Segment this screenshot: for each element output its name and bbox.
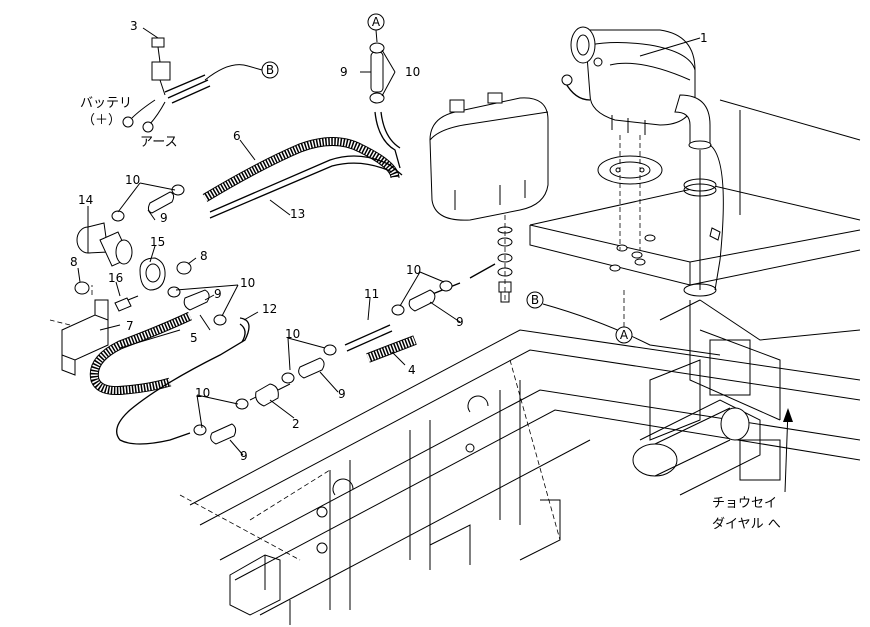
callout-2: 2 [292,417,300,431]
callout-4: 4 [408,363,416,377]
hose-clamps [111,42,453,445]
callout-1: 1 [700,31,708,45]
callout-10: 10 [195,386,210,400]
reference-markers: A B B A [261,13,721,356]
callout-5: 5 [190,331,198,345]
ground-label: アース [140,135,178,150]
leader-lines [77,27,789,493]
tank-fitting-stack [497,215,513,303]
callout-9: 9 [214,287,222,301]
callout-10: 10 [405,65,420,79]
wiring-harness [122,37,263,133]
callout-10: 10 [240,276,255,290]
ref-b-top: B [266,63,274,77]
callout-14: 14 [78,193,93,207]
ref-b-bottom: B [531,293,539,307]
callout-10: 10 [125,173,140,187]
callout-6: 6 [233,129,241,143]
heater-unit [561,26,724,297]
fuel-tank [429,92,549,221]
ref-a-top: A [372,15,381,29]
battery-plus-label: （＋） [82,113,121,128]
callout-9: 9 [160,211,168,225]
callout-3: 3 [130,19,138,33]
mounting-platform [529,99,861,496]
callout-12: 12 [262,302,277,316]
callout-16: 16 [108,271,123,285]
hoses [89,111,496,445]
callout-13: 13 [290,207,305,221]
callout-9: 9 [456,315,464,329]
fuel-filter [249,383,291,407]
callout-8: 8 [70,255,78,269]
callout-10: 10 [406,263,421,277]
callout-15: 15 [150,235,165,249]
callout-11: 11 [364,287,379,301]
callout-9: 9 [240,449,248,463]
annotations: バッテリ （＋） アース チョウセイ ダイヤル へ [80,96,781,532]
battery-label: バッテリ [80,96,132,111]
dial-label-line1: チョウセイ [712,496,777,511]
pump-group [49,222,192,376]
callout-10: 10 [285,327,300,341]
ref-a-bottom: A [620,328,629,342]
arrow-icon [783,408,793,422]
callout-9: 9 [340,65,348,79]
callout-8: 8 [200,249,208,263]
dial-label-line2: ダイヤル へ [712,517,781,532]
vehicle-frame [179,329,861,625]
callout-9: 9 [338,387,346,401]
callout-7: 7 [126,319,134,333]
callout-labels: 1 3 9 10 6 13 10 9 14 15 8 8 16 10 9 12 … [70,19,708,463]
